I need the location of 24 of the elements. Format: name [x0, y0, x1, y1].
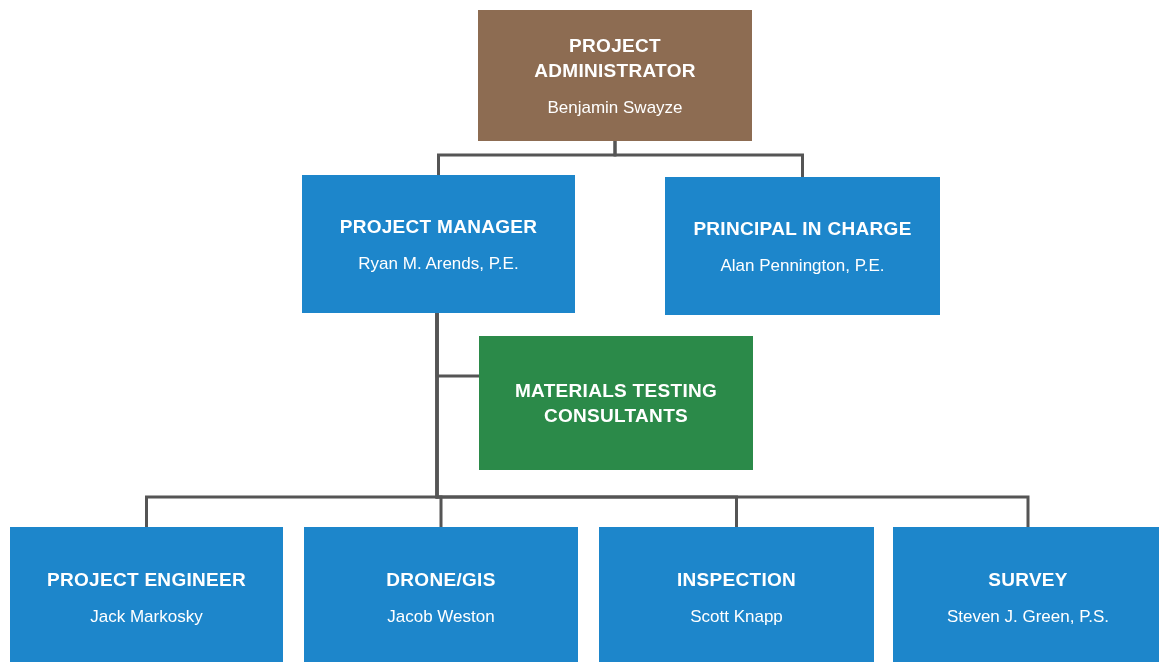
person-name: Jacob Weston — [387, 605, 495, 628]
role-title: MATERIALS TESTING CONSULTANTS — [513, 379, 719, 428]
role-box — [302, 175, 575, 313]
person-name: Benjamin Swayze — [547, 96, 683, 119]
role-box — [893, 527, 1159, 662]
connector-line — [613, 141, 804, 177]
role-box — [304, 527, 578, 662]
person-name: Jack Markosky — [90, 605, 203, 628]
role-box — [10, 527, 283, 662]
role-title: PROJECT ENGINEER — [46, 567, 247, 592]
role-title: PROJECT MANAGER — [339, 214, 538, 239]
consultant-box — [479, 336, 753, 470]
role-box — [665, 177, 940, 315]
person-name: Ryan M. Arends, P.E. — [358, 252, 519, 275]
role-box — [478, 10, 752, 141]
person-name: Steven J. Green, P.S. — [946, 605, 1110, 628]
role-title: PROJECT ADMINISTRATOR — [533, 33, 697, 83]
role-title: SURVEY — [988, 567, 1068, 592]
person-name: Alan Pennington, P.E. — [720, 254, 885, 277]
role-box — [599, 527, 874, 662]
role-title: DRONE/GIS — [386, 567, 496, 592]
person-name: Scott Knapp — [690, 605, 783, 628]
role-title: PRINCIPAL IN CHARGE — [693, 216, 912, 241]
role-title: INSPECTION — [676, 567, 797, 592]
